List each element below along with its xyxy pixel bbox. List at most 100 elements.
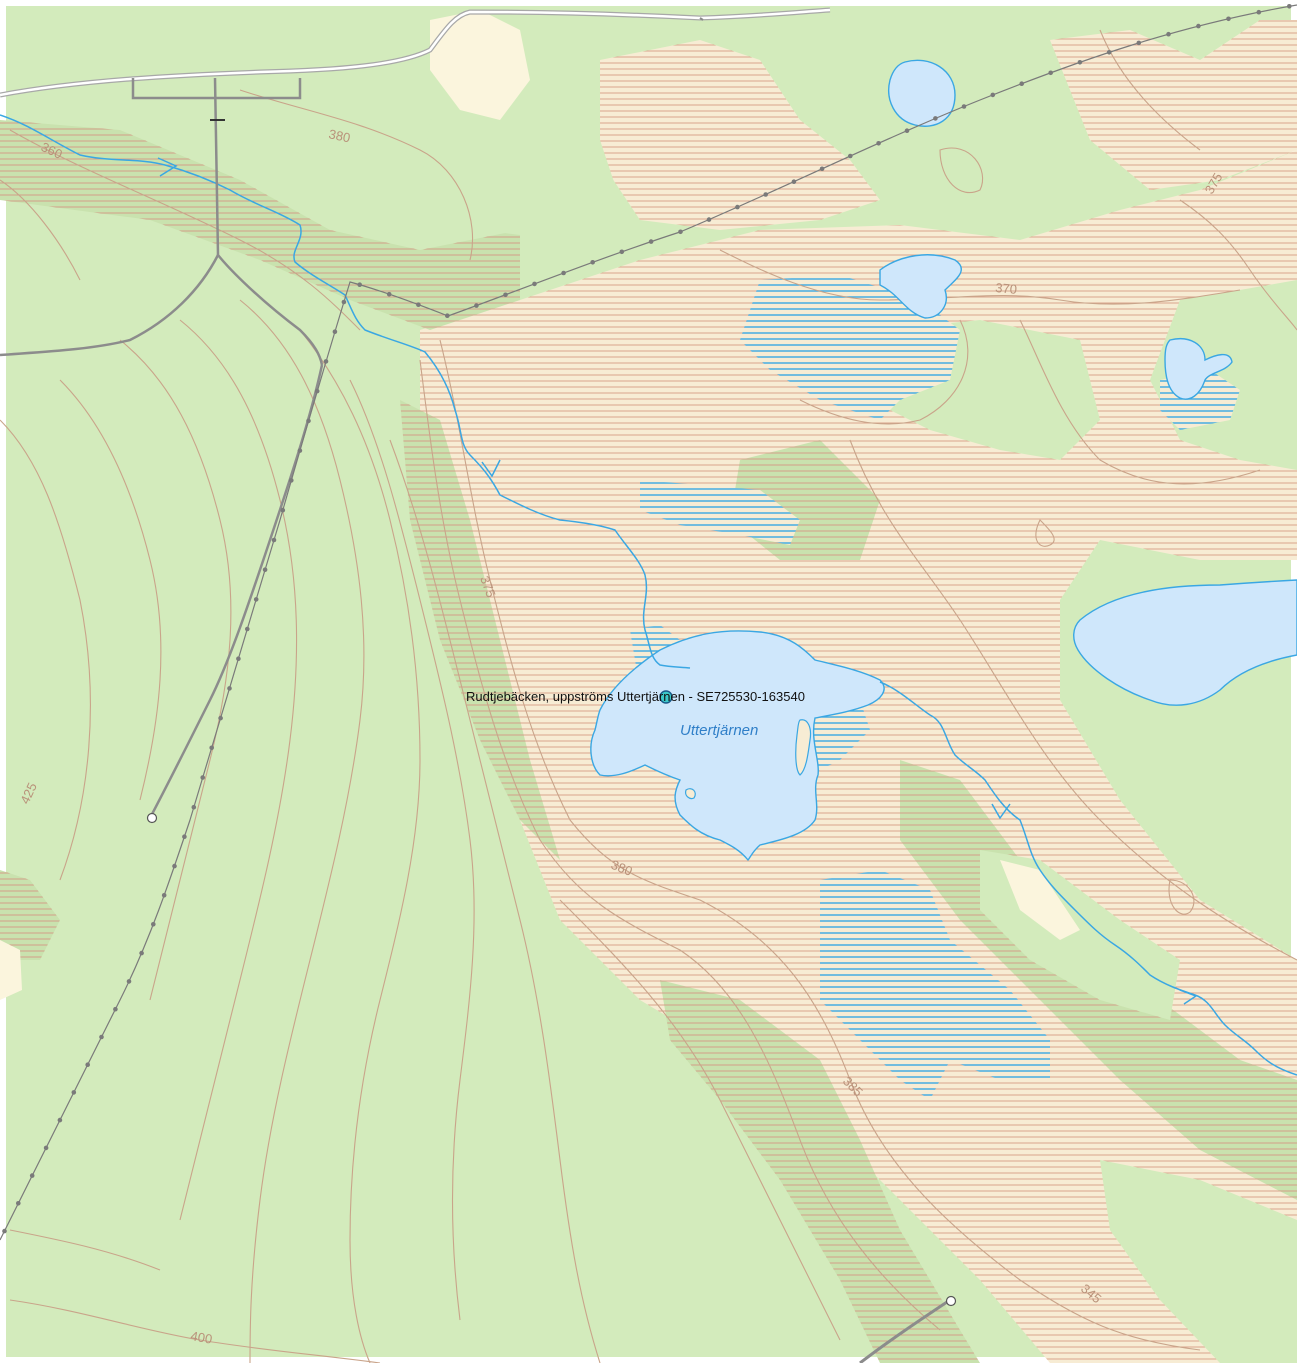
bog-main [420,150,1297,1363]
lake-north [888,59,956,127]
powerline-tower-icon [474,303,479,308]
open-land-east [1000,860,1080,940]
bog-forest-edge [400,400,560,860]
powerline-tower-icon [161,893,167,898]
powerline-tower-icon [590,260,595,265]
powerline-tower-icon [1077,60,1083,65]
powerline-tower-icon [43,1145,49,1151]
road-south [148,364,324,819]
powerline-tower-icon [1287,4,1292,9]
powerline-tower-icon [876,141,881,146]
powerline-tower-icon [791,179,797,184]
powerline-tower-icon [332,329,338,335]
powerline-tower-icon [416,302,421,308]
bog-north [600,40,880,230]
powerline-tower-icon [933,116,938,121]
powerline-tower-icon [619,249,625,255]
station-label: Rudtjebäcken, uppströms Uttertjärnen - S… [466,689,805,704]
road-branch-west [0,254,220,357]
powerline-tower-icon [297,448,303,453]
powerline-tower-icon [172,863,177,869]
road-southeast [859,1298,951,1363]
powerline-tower-icon [289,478,294,483]
powerline-tower-icon [271,537,277,543]
forest-island-5 [420,100,620,240]
powerline-tower-icon [561,270,566,276]
powerline-tower-icon [341,299,347,305]
powerline-tower-icon [386,291,392,297]
powerline-tower-icon [182,834,187,839]
contour-label: 400 [189,1328,213,1347]
powerline-tower-icon [1226,16,1231,22]
powerline-tower-icon [532,281,537,287]
powerline-tower-icon [990,92,996,98]
powerline-tower-icon [99,1034,104,1040]
powerline-tower-icon [151,922,156,927]
powerline-tower-icon [245,626,250,632]
road-end-marker [146,812,158,824]
open-land-north [430,10,530,120]
bog-northeast [1050,20,1297,190]
wet-area-2 [640,480,800,545]
powerline-tower-icon [1256,9,1262,15]
powerline-tower-icon [15,1201,21,1206]
powerline-tower-icon [29,1173,35,1178]
powerline-tower-icon [848,153,853,159]
powerline-tower-icon [763,192,768,197]
flow-arrow-icon [991,803,1011,820]
powerline-tower-icon [503,292,508,298]
powerline-tower-icon [253,597,259,602]
powerline-tower-icon [1136,40,1142,46]
powerline-tower-icon [445,313,450,319]
powerline-tower-icon [218,715,223,721]
powerline-tower-icon [71,1090,77,1095]
roads [0,7,951,1363]
powerline-tower-icon [113,1006,118,1012]
lake-islands [685,719,812,800]
wet-area-3 [820,870,1050,1100]
streams [0,114,1297,1076]
powerline-tower-icon [306,418,311,424]
powerline-tower-icon [209,745,214,751]
powerline-tower-icon [280,507,286,513]
lake-name-label: Uttertjärnen [680,722,758,739]
lake-east [1073,579,1297,706]
powerline-tower-icon [357,282,363,288]
powerline-tower-icon [262,567,268,572]
powerline-tower-icon [819,166,825,172]
lakes [590,59,1297,862]
lake-small-1 [879,254,962,319]
powerline [0,4,1297,1241]
powerline-tower-icon [904,128,910,133]
powerline-tower-icon [85,1062,90,1067]
powerline-tower-icon [227,686,232,691]
contour-label: 370 [995,280,1018,297]
wet-area-1 [740,275,960,420]
road-main [213,77,324,366]
powerline-tower-icon [1166,31,1171,37]
powerline-tower-icon [706,217,712,222]
lake-small-2 [1164,338,1233,400]
powerline-tower-icon [961,104,967,109]
powerline-tower-icon [1106,50,1112,55]
powerline-tower-icon [323,359,329,364]
contour-label: 380 [327,126,351,145]
powerline-tower-icon [200,775,205,780]
flow-arrow-icon [481,459,501,478]
flow-arrow-icon [157,157,178,177]
powerline-tower-icon [735,204,740,210]
powerline-tower-icon [1048,70,1053,76]
lake-uttertjarnen[interactable] [590,630,885,862]
forest-island-4 [1100,1160,1297,1363]
stream-southeast [879,681,1297,1076]
stream-northwest [0,114,691,669]
powerline-tower-icon [57,1117,63,1123]
powerline-tower-icon [1196,23,1201,29]
bog-forest-south [660,980,980,1363]
open-land-west [0,940,22,1000]
powerline-tower-icon [2,1228,7,1234]
station-marker-icon[interactable] [659,690,673,704]
flow-arrows [157,157,1198,1005]
flow-arrow-icon [1179,989,1198,1005]
